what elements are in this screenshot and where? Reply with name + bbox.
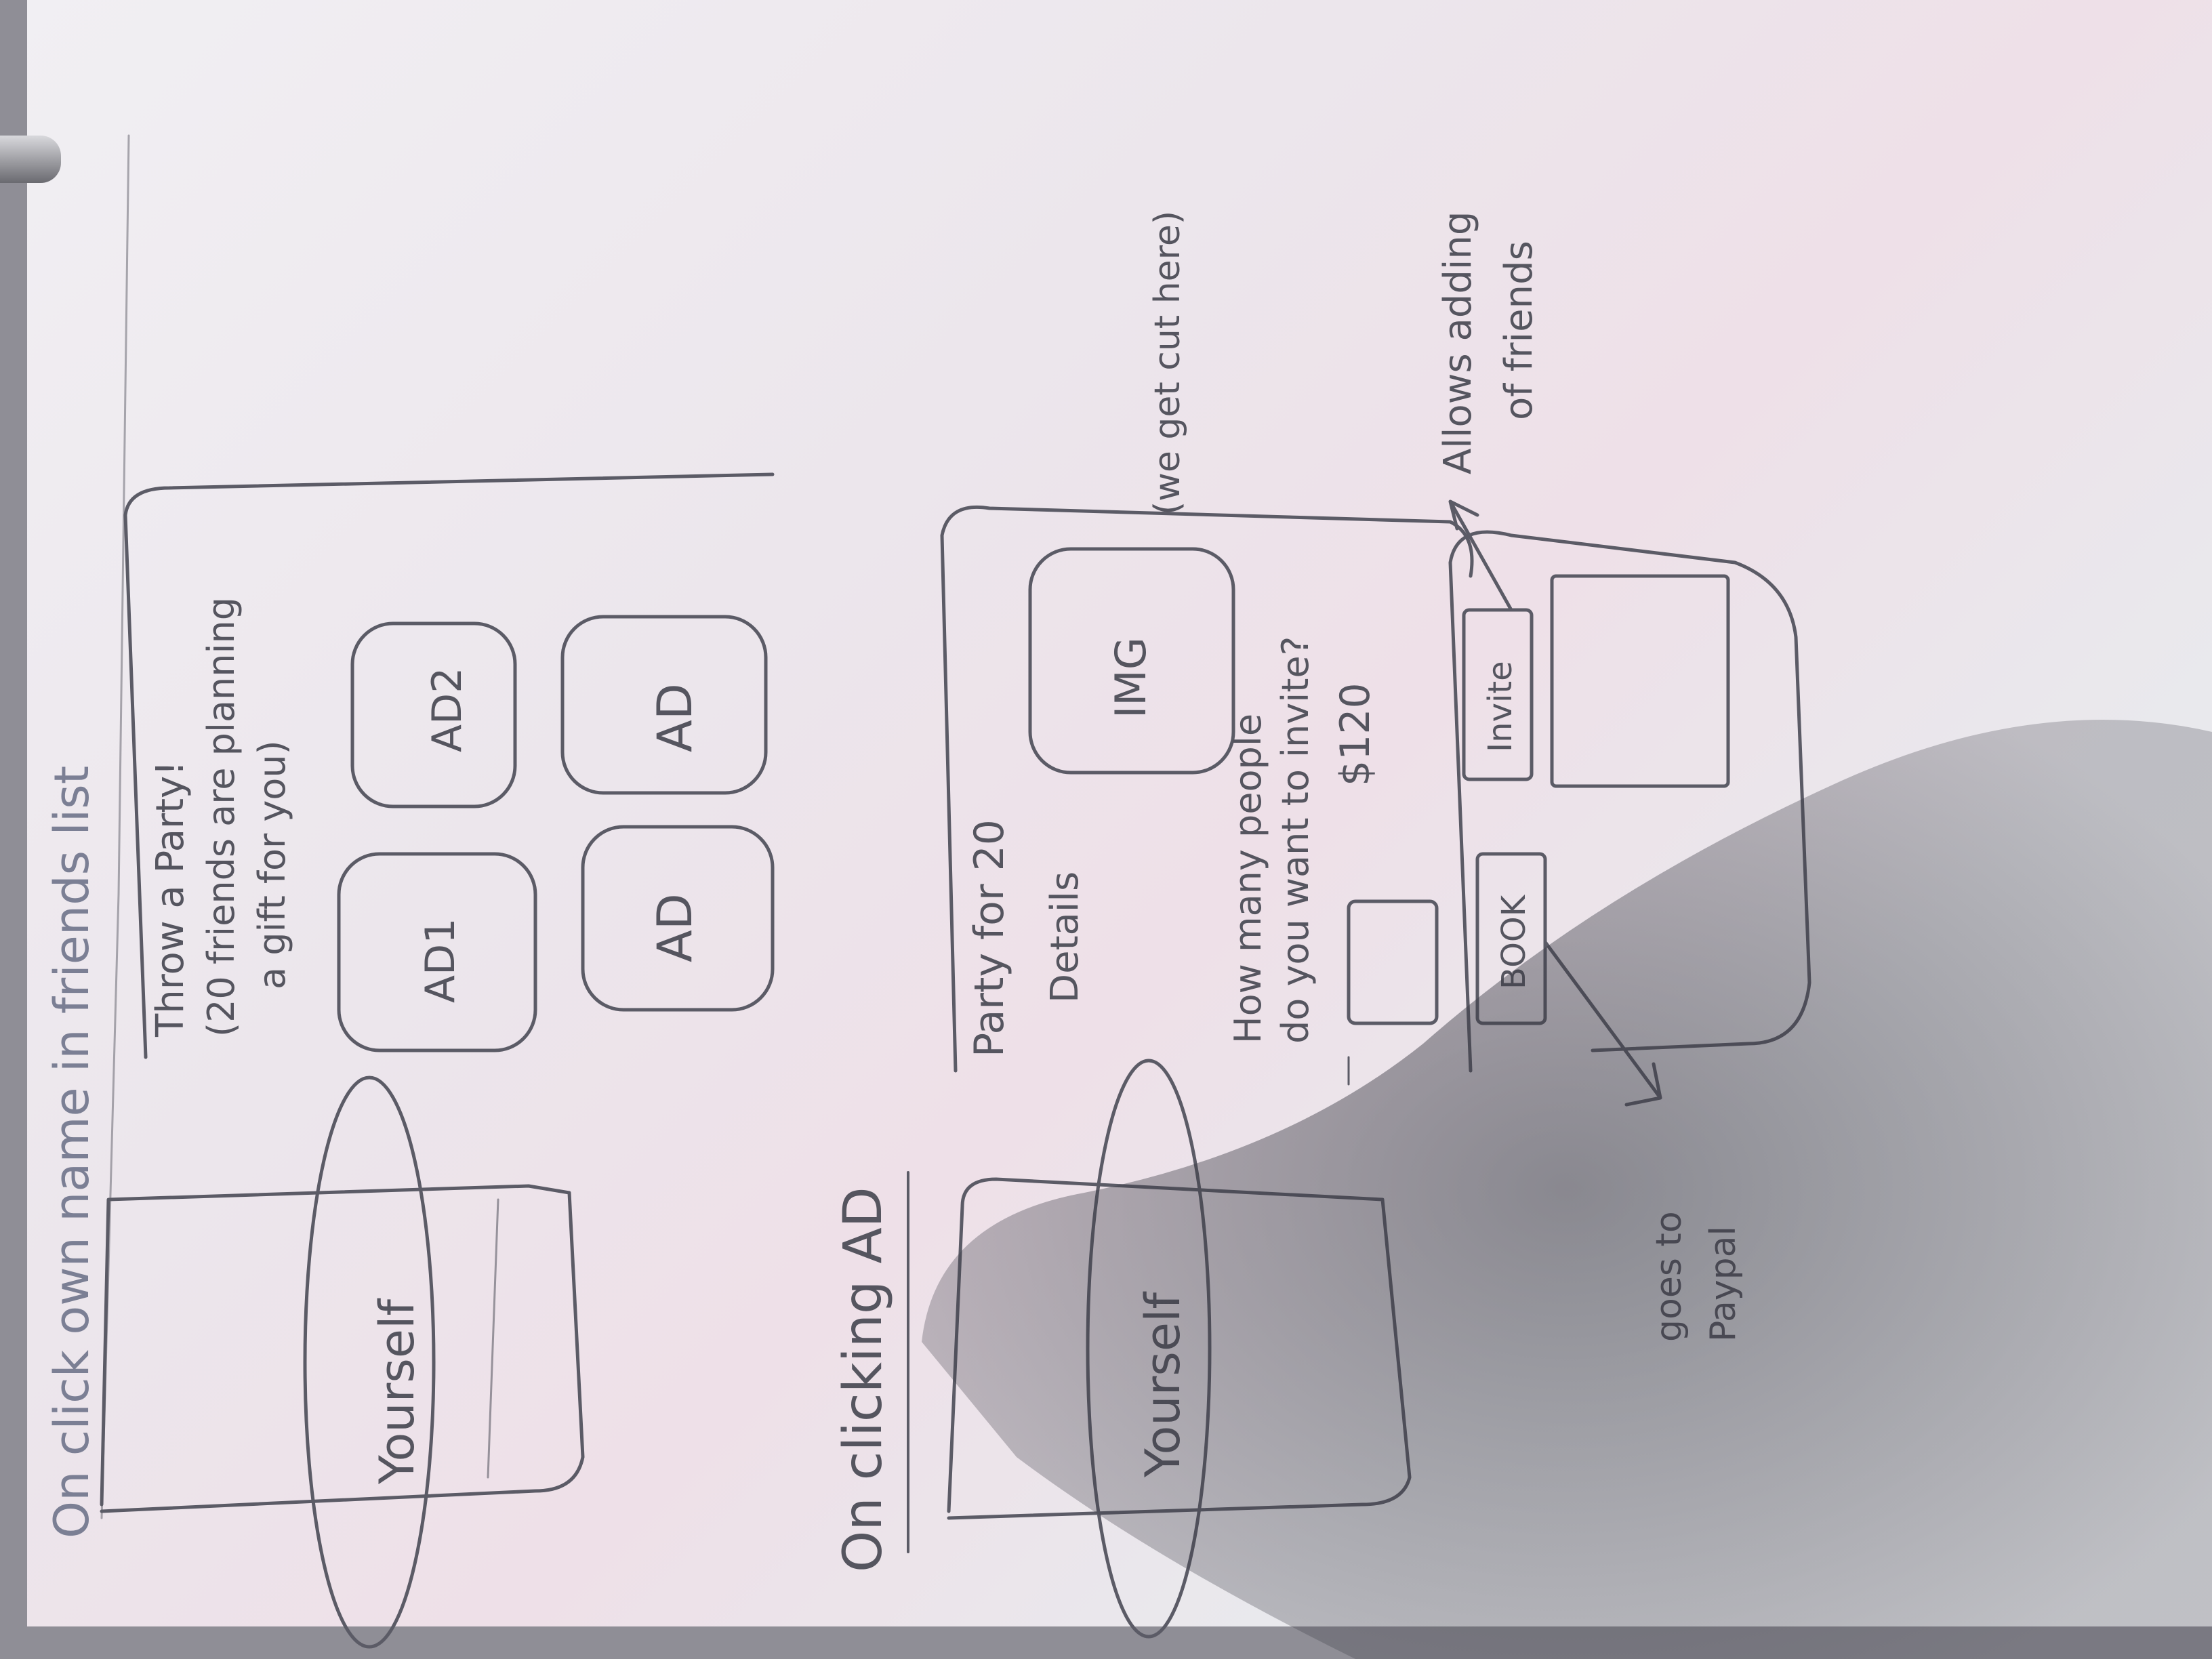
ad-box-2-label: AD2 xyxy=(424,668,471,752)
price-label: $120 xyxy=(1332,682,1379,786)
yourself-label-1: Yourself xyxy=(369,1298,425,1485)
people-question-line1: How many people xyxy=(1227,714,1269,1044)
profile-card-1: Yourself xyxy=(100,1076,585,1649)
ad-box-3-label: AD xyxy=(647,893,703,962)
ad-box-2[interactable] xyxy=(350,621,517,808)
screen1-heading: On click own name in friends list xyxy=(44,766,100,1538)
yourself-label-2: Yourself xyxy=(1135,1292,1191,1478)
paypal-note-line1: goes to xyxy=(1649,1211,1689,1342)
ad-box-4-label: AD xyxy=(647,683,703,752)
paypal-note-line2: Paypal xyxy=(1703,1226,1744,1342)
allows-adding-note: Allows adding xyxy=(1436,211,1480,474)
ad-box-1[interactable] xyxy=(337,852,537,1052)
yourself-button-1[interactable] xyxy=(303,1076,436,1649)
invite-arrow xyxy=(1448,499,1513,612)
banner-line2: (20 friends are planning xyxy=(200,597,243,1037)
screen2-heading: On clicking AD xyxy=(833,1187,894,1572)
banner-line1: Throw a Party! xyxy=(148,760,192,1038)
invite-button-label: Invite xyxy=(1481,661,1519,752)
image-label: IMG xyxy=(1106,637,1155,718)
paypal-arrow xyxy=(1543,940,1662,1107)
banner-line3: a gift for you) xyxy=(251,740,293,989)
party-details: Details xyxy=(1043,872,1087,1003)
ad-box-4[interactable] xyxy=(560,615,768,795)
party-panel: Party for 20 Details IMG How many people… xyxy=(940,505,1547,1086)
cut-note: (we get cut here) xyxy=(1147,211,1188,515)
ad-box-3[interactable] xyxy=(581,825,775,1012)
device-screen xyxy=(1550,574,1730,788)
ad-panel: Throw a Party! (20 friends are planning … xyxy=(123,472,775,1059)
ad-box-1-label: AD1 xyxy=(417,918,464,1003)
book-button-label: BOOK xyxy=(1495,894,1533,989)
profile-card-2: Yourself xyxy=(947,1059,1412,1639)
people-count-input[interactable] xyxy=(1347,899,1439,1025)
binder-ring xyxy=(0,136,61,183)
of-friends-note: of friends xyxy=(1497,241,1541,420)
people-question-line2: do you want to invite? xyxy=(1274,636,1317,1044)
party-title: Party for 20 xyxy=(966,819,1013,1057)
